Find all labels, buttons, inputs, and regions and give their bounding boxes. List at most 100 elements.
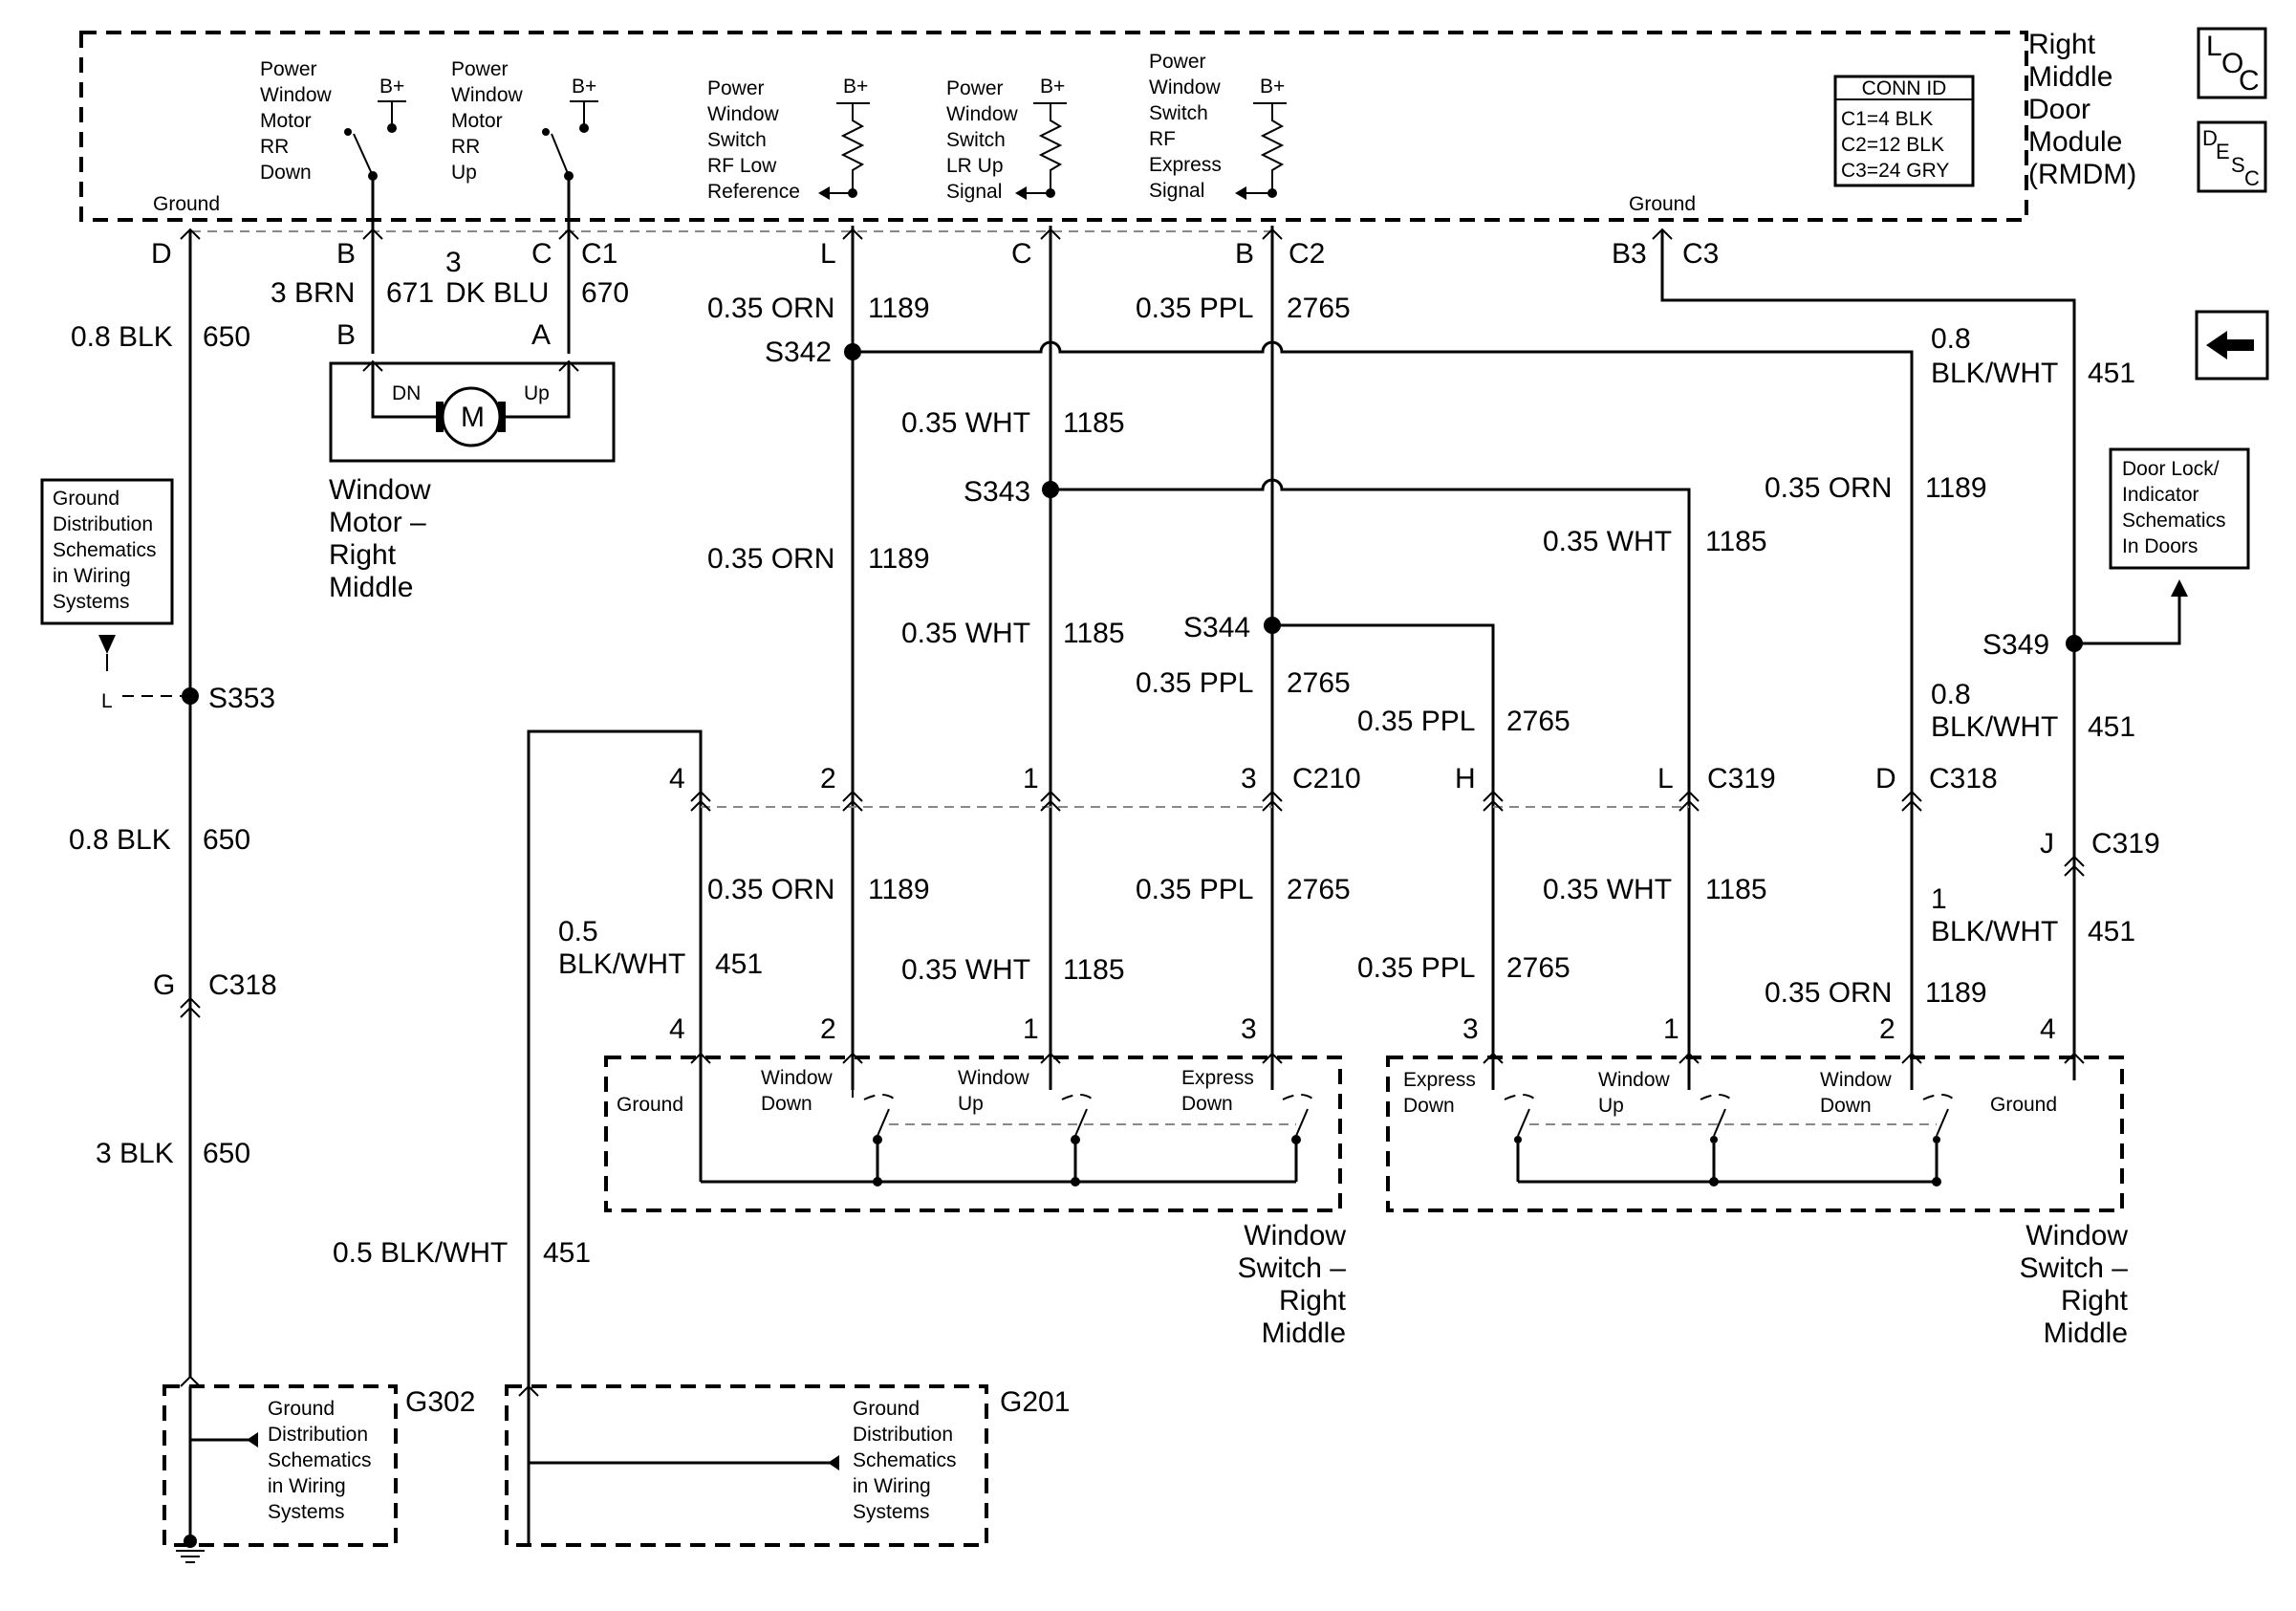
- door-lock-ref[interactable]: Door Lock/ Indicator Schematics In Doors: [2109, 447, 2250, 570]
- conn-pin: 3: [1241, 763, 1257, 795]
- motor-title: Window: [329, 474, 431, 506]
- svg-text:Power: Power: [707, 77, 765, 99]
- wire-label: 1: [1931, 883, 1947, 915]
- svg-text:Signal: Signal: [1149, 180, 1204, 202]
- wire-1189-branch: [853, 340, 1914, 1056]
- svg-text:Down: Down: [761, 1093, 812, 1115]
- wire-label: 0.35 WHT: [901, 618, 1030, 649]
- switch-pin: 4: [2040, 1013, 2056, 1045]
- motor-pin-a: A: [531, 319, 551, 351]
- wire-label: 1185: [1063, 618, 1125, 649]
- svg-text:in Wiring: in Wiring: [268, 1475, 346, 1497]
- wire-label: 451: [543, 1237, 591, 1269]
- wire-label: DK BLU: [445, 277, 549, 309]
- svg-text:Reference: Reference: [707, 181, 800, 203]
- window-switch-left: Ground Window Down Window Up Express Dow…: [604, 1056, 1347, 1349]
- wire-label: 451: [715, 948, 763, 980]
- svg-text:Express: Express: [1149, 154, 1222, 176]
- module-ground-right: Ground: [1629, 193, 1696, 215]
- loc-icon[interactable]: L O C: [2197, 27, 2267, 99]
- svg-text:Up: Up: [1598, 1095, 1624, 1117]
- svg-text:L: L: [2206, 31, 2222, 62]
- connector-c318: C318: [1929, 763, 1998, 795]
- svg-text:Up: Up: [451, 162, 477, 184]
- splice-s344-label: S344: [1183, 612, 1250, 643]
- connector-c319: C319: [1707, 763, 1776, 795]
- svg-text:Window: Window: [1598, 1069, 1671, 1091]
- splice-s353-label: S353: [208, 683, 275, 714]
- svg-text:B+: B+: [843, 76, 868, 98]
- connector-c318: C318: [208, 969, 277, 1001]
- motor-title: Motor –: [329, 507, 426, 538]
- svg-text:Window: Window: [946, 103, 1019, 125]
- svg-text:LR Up: LR Up: [946, 155, 1004, 177]
- motor-title: Right: [329, 539, 397, 571]
- ground-distribution-ref[interactable]: Ground Distribution Schematics in Wiring…: [40, 478, 182, 712]
- wire-label: 451: [2088, 916, 2135, 947]
- svg-text:Window: Window: [958, 1067, 1030, 1089]
- pin-b-mid: B: [1235, 238, 1254, 270]
- svg-text:Motor: Motor: [260, 110, 312, 132]
- svg-text:Ground: Ground: [268, 1398, 335, 1420]
- wire-label: 0.35 WHT: [901, 407, 1030, 439]
- module-title-line3: Door: [2028, 94, 2090, 125]
- splice-s343-label: S343: [964, 476, 1030, 508]
- svg-text:Signal: Signal: [946, 181, 1002, 203]
- wire-label: 2765: [1287, 667, 1351, 699]
- conn-id-table: CONN ID C1=4 BLK C2=12 BLK C3=24 GRY: [1833, 75, 1975, 187]
- connector-c2: C2: [1289, 238, 1325, 270]
- svg-text:RF: RF: [1149, 128, 1176, 150]
- splice-s344: [1264, 617, 1281, 634]
- wire-label: 2765: [1287, 874, 1351, 905]
- svg-text:RF Low: RF Low: [707, 155, 777, 177]
- svg-text:In Doors: In Doors: [2122, 535, 2198, 557]
- wire-label: 1189: [1925, 977, 1987, 1009]
- svg-text:O: O: [2221, 48, 2243, 79]
- input-rr-down-label: Power Window Motor RR Down: [260, 58, 333, 184]
- pin-c-mid: C: [1011, 238, 1032, 270]
- wire-label: 650: [203, 824, 250, 856]
- svg-text:Window: Window: [260, 84, 333, 106]
- wire-label: 0.35 ORN: [1765, 472, 1892, 504]
- module-title-line1: Right: [2028, 29, 2096, 60]
- input-rf-low-ref-label: Power Window Switch RF Low Reference: [707, 77, 800, 203]
- desc-icon[interactable]: D E S C: [2197, 120, 2267, 193]
- svg-text:Window: Window: [1149, 76, 1222, 98]
- conn-pin: J: [2040, 828, 2054, 860]
- wire-label: 451: [2088, 711, 2135, 743]
- conn-pin: 2: [820, 763, 836, 795]
- window-motor: B A M DN Up Window Motor – Right Middle: [329, 319, 616, 603]
- svg-text:Down: Down: [1820, 1095, 1872, 1117]
- wire-label: 0.35 PPL: [1357, 952, 1475, 984]
- switch-title: Switch –: [1238, 1252, 1347, 1284]
- motor-icon: [441, 386, 502, 447]
- svg-text:Down: Down: [1181, 1093, 1233, 1115]
- svg-text:M: M: [461, 402, 485, 433]
- connector-symbols: [180, 790, 2085, 1018]
- svg-text:S: S: [2231, 153, 2245, 177]
- wire-label: 3: [445, 247, 462, 278]
- wire-label: 1185: [1705, 874, 1767, 905]
- wire-label: 0.5: [558, 916, 598, 947]
- pin-b: B: [336, 238, 356, 270]
- wire-label: 1189: [1925, 472, 1987, 504]
- splice-s343: [1042, 481, 1059, 498]
- input-rr-up-label: Power Window Motor RR Up: [451, 58, 524, 184]
- conn-pin: 1: [1023, 763, 1039, 795]
- ground-g201-label: G201: [1000, 1386, 1070, 1418]
- connector-c319: C319: [2091, 828, 2160, 860]
- module-title-line4: Module: [2028, 126, 2122, 158]
- wire-label: 0.5 BLK/WHT: [333, 1237, 508, 1269]
- input-lr-up-label: Power Window Switch LR Up Signal: [946, 77, 1019, 203]
- module-ground-left: Ground: [153, 193, 220, 215]
- svg-text:Express: Express: [1181, 1067, 1254, 1089]
- wire-label: 650: [203, 1138, 250, 1169]
- svg-text:Window: Window: [707, 103, 780, 125]
- back-arrow-icon[interactable]: [2195, 310, 2269, 381]
- wire-label: 1189: [868, 293, 930, 324]
- svg-text:RR: RR: [260, 136, 289, 158]
- svg-text:Switch: Switch: [707, 129, 767, 151]
- motor-pin-b: B: [336, 319, 356, 351]
- svg-text:Window: Window: [1820, 1069, 1893, 1091]
